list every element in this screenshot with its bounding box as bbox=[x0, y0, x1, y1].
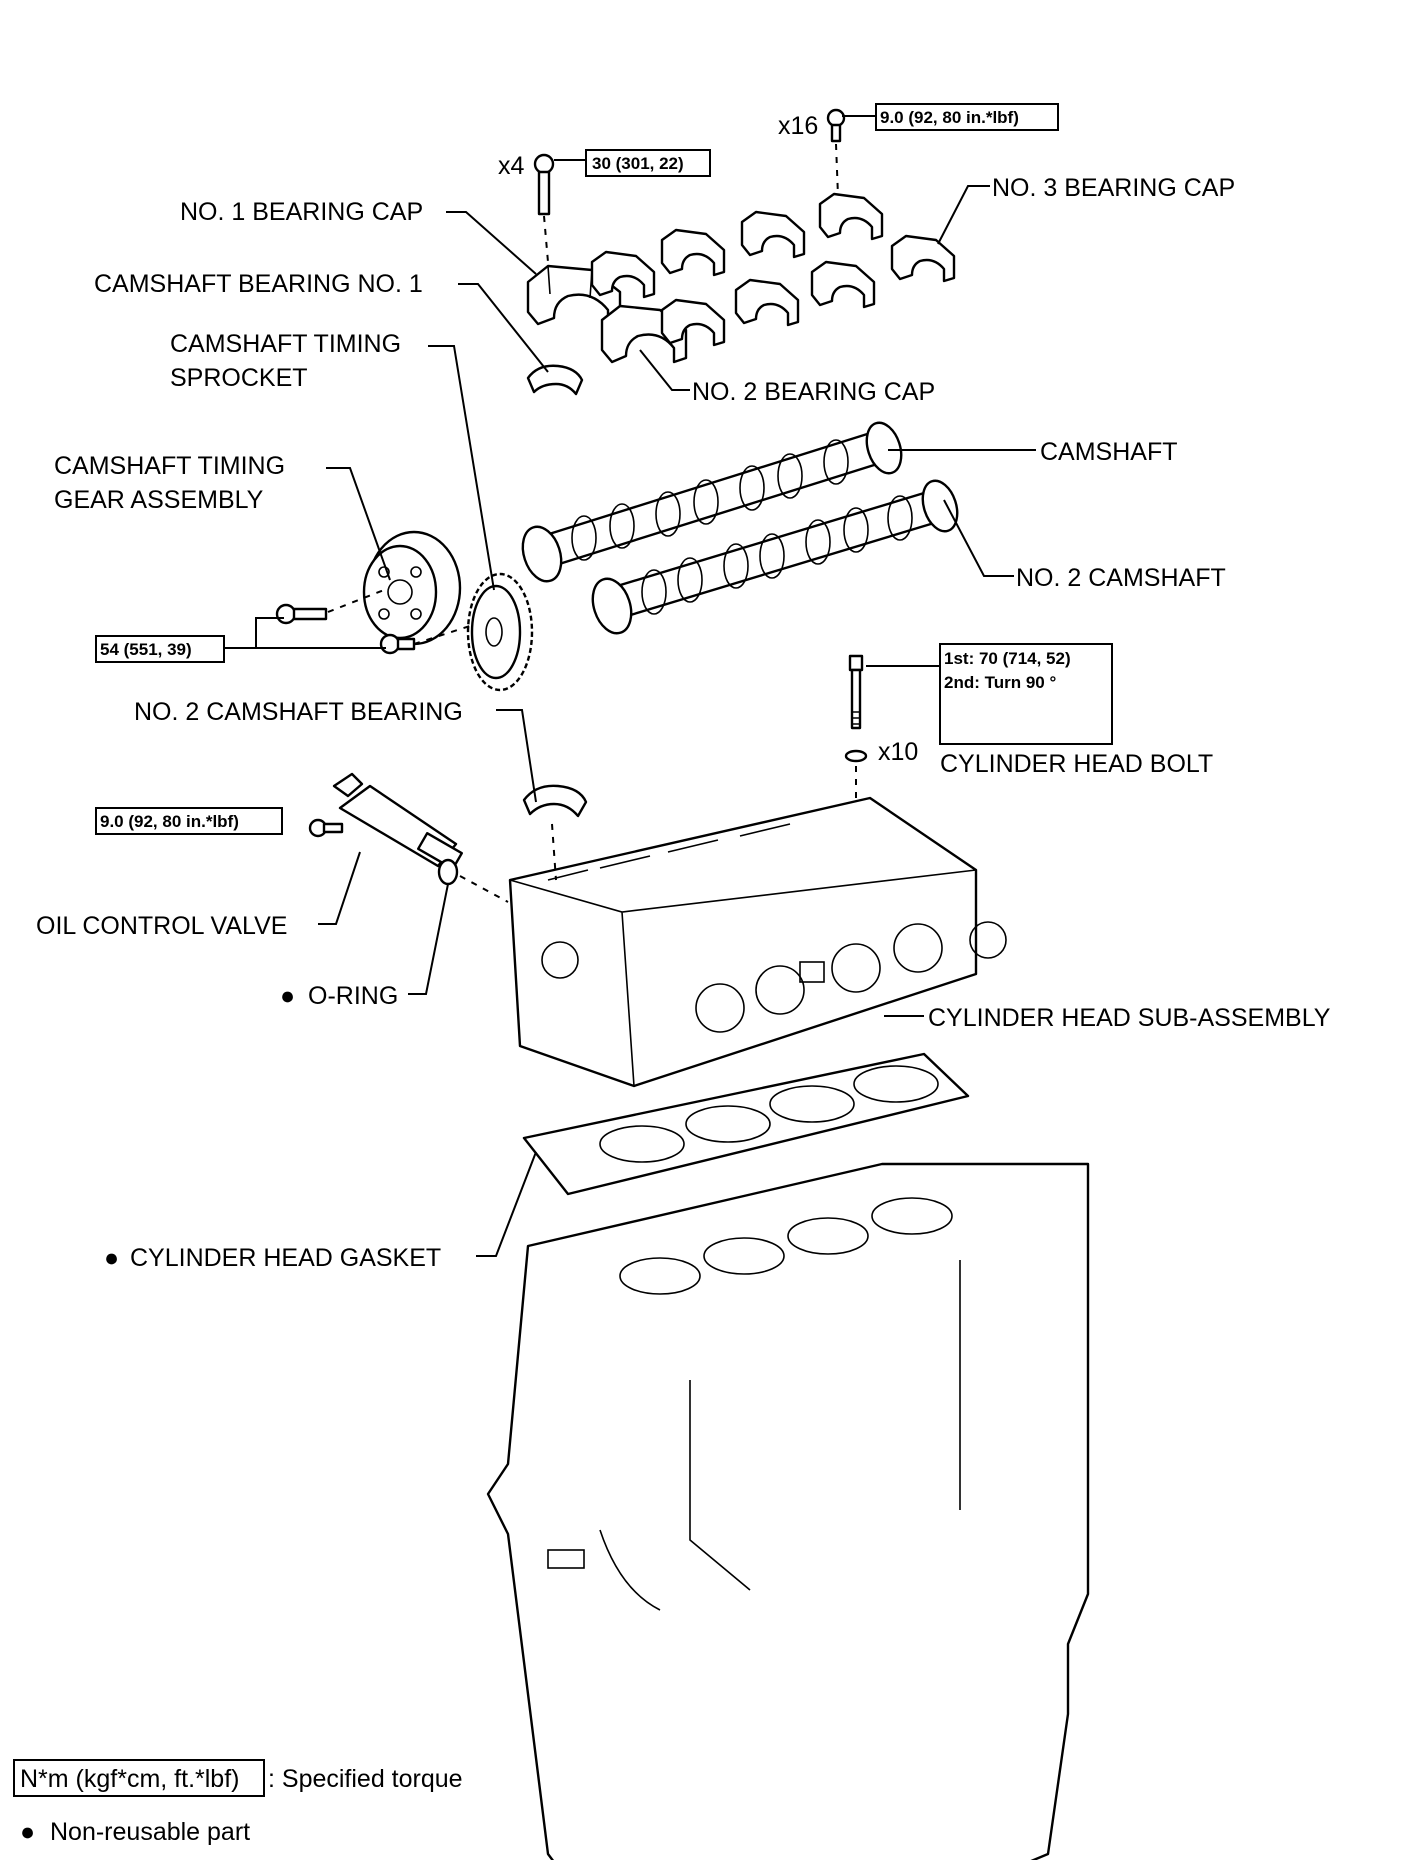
label-camshaft-timing-gear: CAMSHAFT TIMING bbox=[54, 452, 285, 480]
label-o-ring: O-RING bbox=[308, 982, 398, 1010]
bearing-cap bbox=[810, 260, 876, 309]
label-cylinder-head-bolt: CYLINDER HEAD BOLT bbox=[940, 750, 1213, 778]
torque-box-head-bolt: 1st: 70 (714, 52) 2nd: Turn 90 ° bbox=[939, 643, 1113, 745]
svg-text:2nd: Turn 90 °: 2nd: Turn 90 ° bbox=[944, 673, 1056, 692]
no2-camshaft-bearing bbox=[522, 784, 588, 818]
svg-text:: Specified torque: : Specified torque bbox=[268, 1765, 463, 1793]
label-cylinder-head-gasket: CYLINDER HEAD GASKET bbox=[130, 1244, 441, 1272]
label-no2-camshaft-bearing: NO. 2 CAMSHAFT BEARING bbox=[134, 698, 463, 726]
engine-block bbox=[486, 1162, 1090, 1860]
o-ring bbox=[437, 858, 459, 886]
label-no2-bearing-cap: NO. 2 BEARING CAP bbox=[692, 378, 935, 406]
svg-text:30 (301, 22): 30 (301, 22) bbox=[592, 154, 684, 173]
legend-non-reusable: ● Non-reusable part bbox=[20, 1818, 250, 1846]
label-camshaft-timing-sprocket-2: SPROCKET bbox=[170, 364, 308, 392]
camshaft-bearing-no1 bbox=[526, 364, 584, 396]
bearing-caps bbox=[526, 192, 956, 364]
bearing-cap bbox=[590, 250, 656, 299]
svg-text:Non-reusable part: Non-reusable part bbox=[50, 1818, 250, 1846]
cylinder-head-gasket bbox=[522, 1052, 970, 1196]
leader-lines bbox=[224, 115, 1036, 1257]
label-oil-control-valve: OIL CONTROL VALVE bbox=[36, 912, 287, 940]
svg-text:9.0 (92, 80 in.*lbf): 9.0 (92, 80 in.*lbf) bbox=[880, 108, 1019, 127]
camshaft bbox=[521, 421, 903, 583]
torque-box-bearing-cap: 9.0 (92, 80 in.*lbf) bbox=[875, 103, 1059, 131]
svg-text:●: ● bbox=[20, 1818, 35, 1846]
svg-text:N*m (kgf*cm, ft.*lbf): N*m (kgf*cm, ft.*lbf) bbox=[20, 1765, 239, 1793]
legend-torque: N*m (kgf*cm, ft.*lbf) : Specified torque bbox=[13, 1759, 463, 1797]
camshaft-timing-sprocket bbox=[466, 572, 534, 692]
torque-box-timing-gear: 54 (551, 39) bbox=[95, 635, 225, 663]
label-no1-bearing-cap: NO. 1 BEARING CAP bbox=[180, 198, 423, 226]
non-reusable-marker: ● bbox=[104, 1244, 119, 1272]
bearing-cap bbox=[818, 192, 884, 241]
no1-cap-bolt bbox=[533, 153, 555, 263]
no2-camshaft bbox=[591, 479, 959, 635]
svg-text:9.0 (92, 80 in.*lbf): 9.0 (92, 80 in.*lbf) bbox=[100, 812, 239, 831]
bearing-cap bbox=[660, 228, 726, 277]
label-no3-bearing-cap: NO. 3 BEARING CAP bbox=[992, 174, 1235, 202]
bearing-cap bbox=[660, 298, 726, 347]
bearing-cap-bolt bbox=[826, 108, 846, 197]
svg-text:54 (551, 39): 54 (551, 39) bbox=[100, 640, 192, 659]
svg-text:1st: 70 (714, 52): 1st: 70 (714, 52) bbox=[944, 649, 1071, 668]
torque-box-no1-cap: 30 (301, 22) bbox=[585, 149, 711, 177]
cylinder-head-sub-assembly bbox=[508, 796, 1007, 1088]
non-reusable-marker: ● bbox=[280, 982, 295, 1010]
label-no2-camshaft: NO. 2 CAMSHAFT bbox=[1016, 564, 1226, 592]
label-camshaft-bearing-no1: CAMSHAFT BEARING NO. 1 bbox=[94, 270, 423, 298]
ocv-bolt bbox=[308, 818, 344, 838]
timing-gear-bolts bbox=[275, 589, 471, 655]
label-camshaft: CAMSHAFT bbox=[1040, 438, 1178, 466]
no3-bearing-cap bbox=[890, 234, 956, 283]
label-camshaft-timing-sprocket: CAMSHAFT TIMING bbox=[170, 330, 401, 358]
bearing-cap bbox=[740, 210, 806, 259]
qty-x10: x10 bbox=[878, 738, 918, 766]
cylinder-head-bolt bbox=[844, 654, 868, 820]
ocv-install-line bbox=[459, 875, 509, 903]
label-camshaft-timing-gear-2: GEAR ASSEMBLY bbox=[54, 486, 264, 514]
label-cylinder-head-sub-assembly: CYLINDER HEAD SUB-ASSEMBLY bbox=[928, 1004, 1331, 1032]
qty-x16: x16 bbox=[778, 112, 818, 140]
oil-control-valve bbox=[332, 772, 464, 870]
qty-x4: x4 bbox=[498, 152, 525, 180]
torque-box-ocv: 9.0 (92, 80 in.*lbf) bbox=[95, 807, 283, 835]
bearing-cap bbox=[734, 278, 800, 327]
